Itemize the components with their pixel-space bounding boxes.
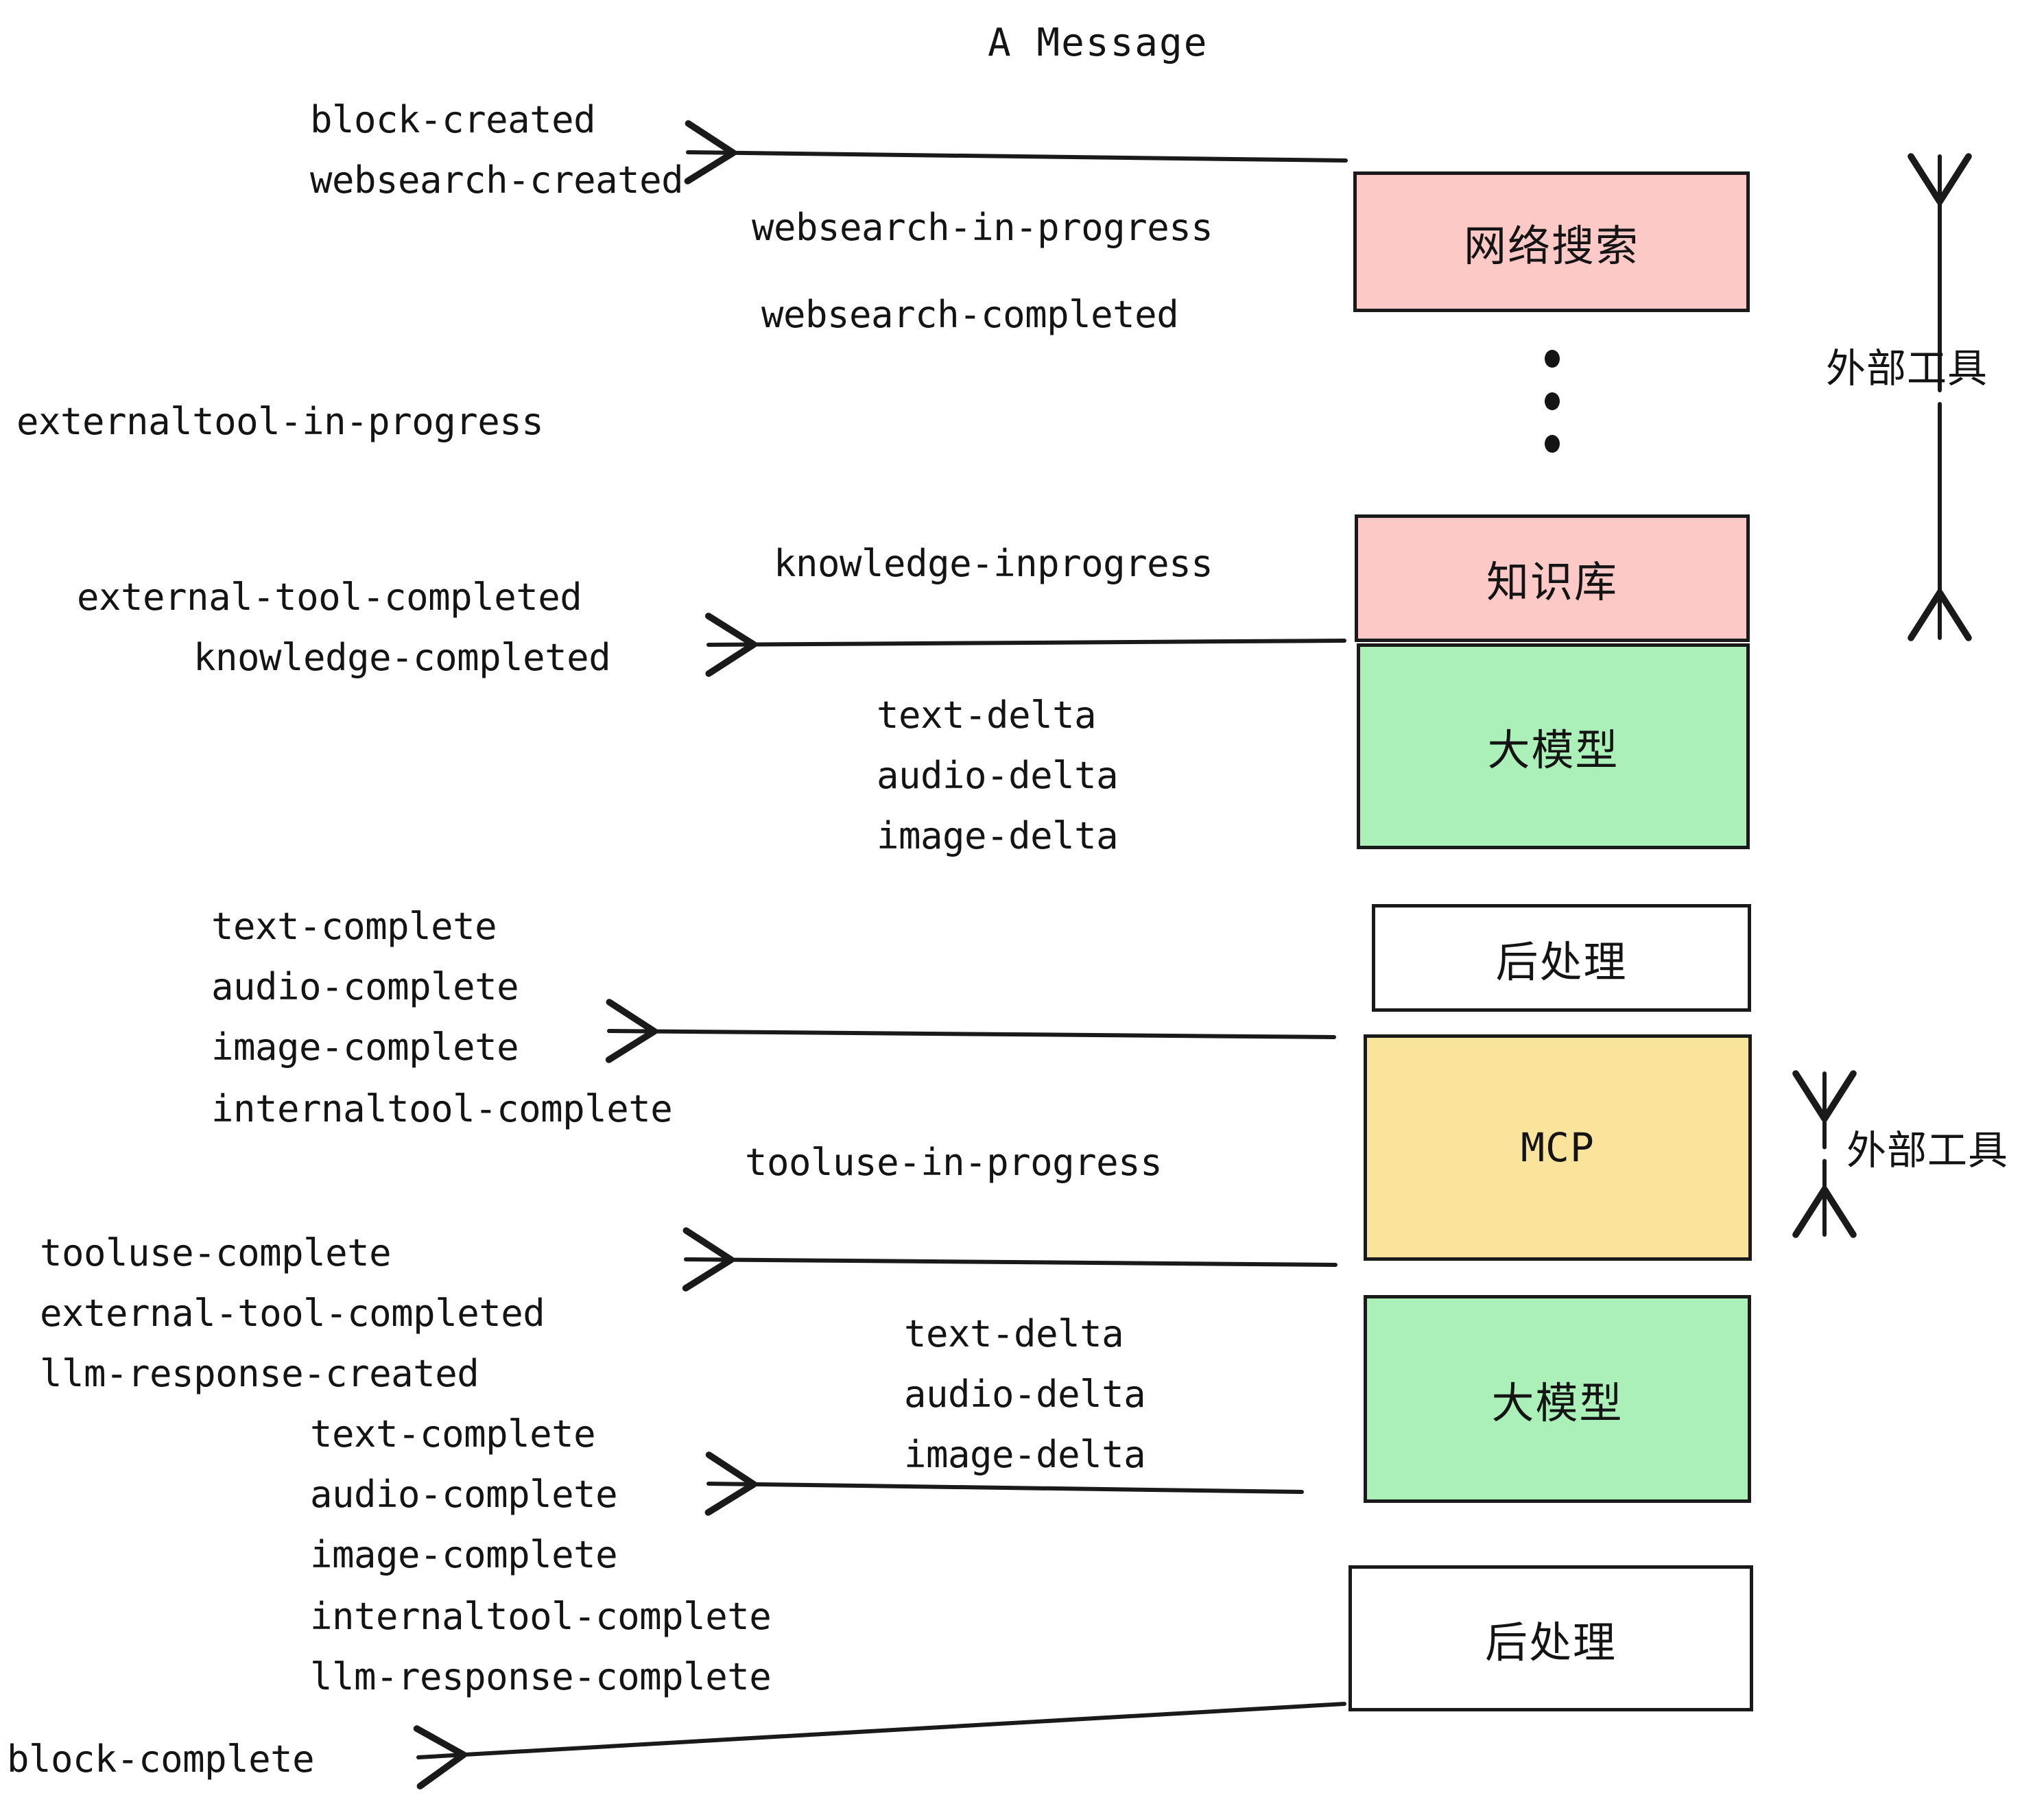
side-label-external-tool-top: 外部工具	[1826, 345, 1988, 392]
event-label-knowledge-inprogress: knowledge-inprogress	[774, 542, 1213, 585]
arrow-knowledge-completed	[704, 613, 1346, 677]
event-label-llm-response-created: llm-response-created	[40, 1352, 479, 1395]
event-label-image-delta-2: image-delta	[904, 1433, 1146, 1476]
event-label-internaltool-complete-2: internaltool-complete	[310, 1595, 772, 1638]
event-label-text-delta-2: text-delta	[904, 1312, 1124, 1355]
event-label-image-complete-2: image-complete	[310, 1533, 618, 1576]
event-label-internaltool-complete-1: internaltool-complete	[211, 1087, 673, 1130]
event-label-websearch-completed: websearch-completed	[761, 293, 1179, 336]
node-knowledgebase: 知识库	[1355, 514, 1750, 642]
event-label-text-complete-1: text-complete	[211, 905, 497, 948]
node-label-knowledgebase: 知识库	[1486, 557, 1618, 607]
event-label-external-tool-completed-2: external-tool-completed	[40, 1292, 545, 1335]
event-label-external-tool-completed-1: external-tool-completed	[77, 575, 582, 619]
event-label-audio-delta-1: audio-delta	[877, 754, 1119, 797]
side-label-external-tool-bottom: 外部工具	[1846, 1127, 2009, 1174]
event-label-tooluse-complete: tooluse-complete	[40, 1231, 392, 1274]
event-label-audio-complete-1: audio-complete	[211, 965, 519, 1008]
arrow-block-complete	[413, 1702, 1346, 1790]
node-label-postprocess-2: 后处理	[1484, 1617, 1617, 1667]
event-label-image-delta-1: image-delta	[877, 814, 1119, 857]
node-label-websearch: 网络搜索	[1463, 220, 1639, 271]
event-label-text-complete-2: text-complete	[310, 1412, 596, 1456]
event-label-block-created: block-created	[310, 98, 596, 141]
flow-arrows	[413, 120, 1348, 1790]
event-label-audio-complete-2: audio-complete	[310, 1473, 618, 1516]
event-label-audio-delta-2: audio-delta	[904, 1373, 1146, 1416]
arrow-block-created	[684, 120, 1348, 185]
node-websearch: 网络搜索	[1353, 171, 1750, 312]
event-label-externaltool-in-progress: externaltool-in-progress	[16, 400, 544, 443]
dot-icon	[1545, 392, 1560, 410]
node-postprocess-1: 后处理	[1372, 904, 1751, 1012]
dot-icon	[1545, 435, 1560, 453]
node-label-mcp: MCP	[1521, 1124, 1595, 1171]
event-label-block-complete: block-complete	[7, 1737, 315, 1781]
node-llm-2: 大模型	[1364, 1295, 1751, 1503]
event-label-knowledge-completed: knowledge-completed	[193, 636, 611, 679]
node-label-postprocess-1: 后处理	[1495, 936, 1628, 987]
node-mcp: MCP	[1364, 1034, 1752, 1261]
event-label-websearch-in-progress: websearch-in-progress	[752, 206, 1213, 249]
dot-icon	[1545, 350, 1560, 368]
event-label-tooluse-in-progress: tooluse-in-progress	[745, 1141, 1163, 1184]
arrow-image-complete	[605, 999, 1336, 1063]
event-label-websearch-created: websearch-created	[310, 158, 684, 202]
vertical-ellipsis-icon	[1543, 350, 1561, 453]
arrow-tooluse-complete	[682, 1227, 1338, 1292]
event-label-image-complete-1: image-complete	[211, 1025, 519, 1069]
event-label-llm-response-complete: llm-response-complete	[310, 1655, 772, 1698]
external-tool-range-arrows	[1792, 153, 1972, 1238]
node-llm-1: 大模型	[1357, 643, 1750, 849]
node-postprocess-2: 后处理	[1348, 1565, 1753, 1711]
node-label-llm-1: 大模型	[1487, 725, 1619, 775]
arrow-audio-complete	[704, 1451, 1304, 1516]
page-title: A Message	[988, 21, 1209, 65]
node-label-llm-2: 大模型	[1491, 1377, 1624, 1428]
event-label-text-delta-1: text-delta	[877, 693, 1097, 737]
